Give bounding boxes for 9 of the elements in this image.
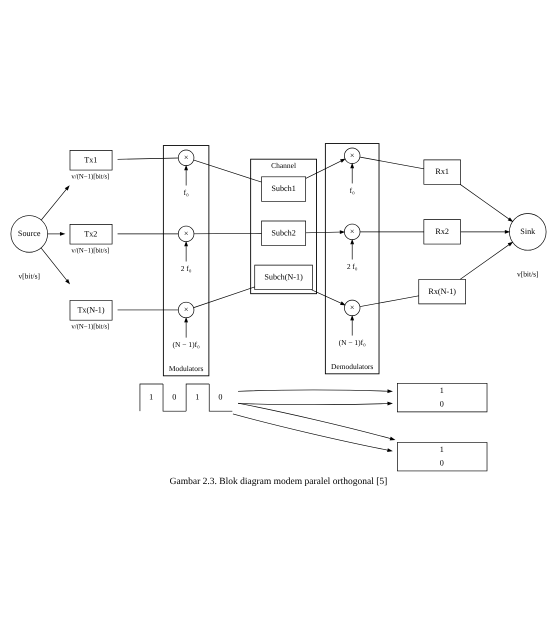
edge-label: (N − 1)f₀ bbox=[338, 338, 366, 347]
node-label: v[bit/s] bbox=[516, 270, 539, 279]
caption: Gambar 2.3. Blok diagram modem paralel orthogonal [5] bbox=[170, 476, 388, 487]
edge-label: f₀ bbox=[350, 186, 355, 195]
edge-label: 2 f₀ bbox=[346, 262, 358, 271]
edge-label: (N − 1)f₀ bbox=[172, 340, 200, 349]
node-label: v[bit/s] bbox=[18, 272, 40, 281]
edge-label: 2 f₀ bbox=[180, 264, 192, 273]
edge-label: f₀ bbox=[184, 188, 189, 197]
